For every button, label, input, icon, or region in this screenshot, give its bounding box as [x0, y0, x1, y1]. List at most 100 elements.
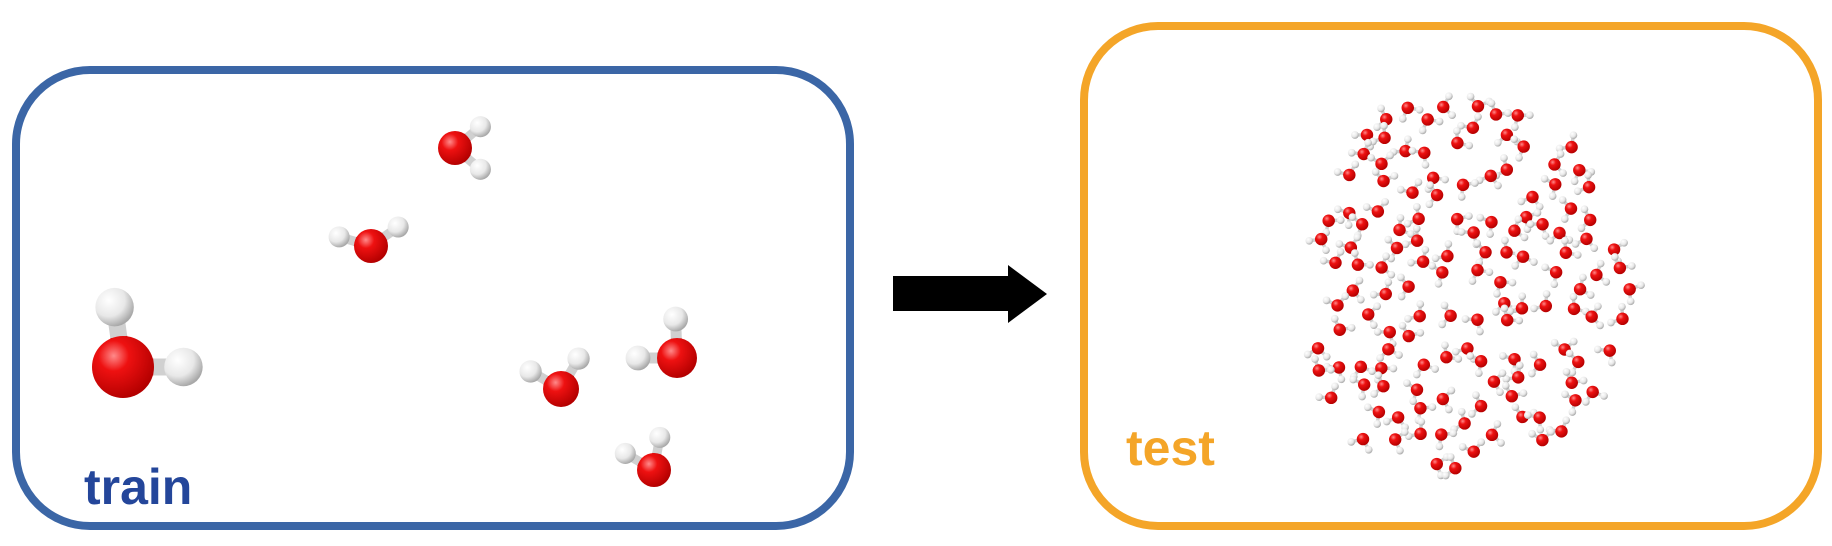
- train-molecules: [92, 116, 697, 487]
- water-molecule-icon: [1437, 92, 1456, 120]
- hydrogen-atom: [1438, 320, 1446, 329]
- water-molecule-icon: [1369, 278, 1393, 301]
- oxygen-atom: [1389, 433, 1402, 446]
- hydrogen-atom: [1511, 403, 1520, 412]
- water-molecule-icon: [1558, 196, 1578, 223]
- hydrogen-atom: [1620, 238, 1628, 247]
- water-molecule-icon: [1585, 302, 1604, 330]
- water-molecule-icon: [1493, 275, 1517, 298]
- hydrogen-atom: [1303, 350, 1312, 359]
- water-molecule-icon: [1404, 300, 1426, 323]
- hydrogen-atom: [1530, 258, 1538, 266]
- oxygen-atom: [1565, 140, 1578, 154]
- hydrogen-atom: [1493, 138, 1502, 147]
- arrow-shape: [893, 265, 1047, 323]
- water-molecule-icon: [1610, 253, 1636, 275]
- hydrogen-atom: [1322, 296, 1331, 305]
- water-molecule-icon: [614, 426, 671, 487]
- hydrogen-atom: [1466, 92, 1475, 101]
- hydrogen-atom: [1395, 351, 1403, 359]
- water-molecule-icon: [1389, 428, 1409, 455]
- oxygen-atom: [1346, 284, 1360, 297]
- oxygen-atom: [1440, 351, 1453, 364]
- hydrogen-atom: [1380, 121, 1388, 130]
- hydrogen-atom: [1431, 365, 1439, 373]
- hydrogen-atom: [1403, 379, 1411, 387]
- hydrogen-atom: [1504, 109, 1512, 117]
- water-molecule-icon: [1567, 292, 1590, 316]
- water-molecule-icon: [1438, 301, 1457, 329]
- water-molecule-icon: [1475, 169, 1502, 190]
- oxygen-atom: [1360, 128, 1374, 142]
- water-molecule-icon: [1384, 235, 1404, 263]
- water-molecule-icon: [1425, 181, 1444, 209]
- hydrogen-atom: [1518, 292, 1527, 301]
- hydrogen-atom: [1514, 215, 1523, 224]
- oxygen-atom: [1329, 256, 1342, 269]
- hydrogen-atom: [1426, 181, 1434, 189]
- water-molecule-icon: [1333, 160, 1360, 182]
- oxygen-atom: [1474, 355, 1488, 368]
- water-molecule-icon: [1370, 371, 1390, 398]
- oxygen-atom: [354, 229, 388, 263]
- water-molecule-icon: [1323, 361, 1346, 384]
- hydrogen-atom: [1377, 104, 1385, 113]
- hydrogen-atom: [1322, 246, 1330, 255]
- oxygen-atom: [1322, 214, 1335, 227]
- hydrogen-atom: [1434, 279, 1443, 288]
- oxygen-atom: [1508, 224, 1521, 237]
- hydrogen-atom: [1568, 368, 1577, 377]
- hydrogen-atom: [1550, 338, 1559, 347]
- oxygen-atom: [1437, 100, 1450, 114]
- hydrogen-atom: [1466, 352, 1475, 360]
- oxygen-atom: [1451, 136, 1464, 150]
- oxygen-atom: [1356, 432, 1370, 446]
- water-molecule-icon: [1450, 407, 1471, 434]
- hydrogen-atom: [1594, 302, 1602, 311]
- oxygen-atom: [1391, 411, 1405, 424]
- water-molecule-icon: [1458, 438, 1486, 458]
- oxygen-atom: [1580, 232, 1593, 246]
- hydrogen-atom: [1511, 123, 1519, 131]
- hydrogen-atom: [1344, 221, 1353, 229]
- water-molecule-icon: [1435, 428, 1458, 451]
- oxygen-atom: [1555, 425, 1568, 438]
- oxygen-atom: [1357, 147, 1370, 161]
- water-molecule-icon: [1303, 342, 1331, 361]
- water-molecule-icon: [1375, 252, 1396, 279]
- oxygen-atom: [1616, 312, 1629, 326]
- hydrogen-atom: [1501, 381, 1510, 390]
- water-molecule-icon: [1369, 121, 1391, 146]
- water-molecule-icon: [1330, 314, 1356, 336]
- water-molecule-icon: [1530, 290, 1553, 313]
- water-molecule-icon: [1501, 381, 1528, 403]
- oxygen-atom: [1362, 308, 1375, 321]
- water-molecule-icon: [1374, 361, 1398, 384]
- hydrogen-atom: [1457, 121, 1465, 130]
- water-molecule-icon: [1349, 360, 1376, 381]
- hydrogen-atom: [1416, 300, 1425, 308]
- hydrogen-atom: [1476, 327, 1484, 336]
- hydrogen-atom: [1369, 290, 1378, 299]
- water-molecule-icon: [1541, 263, 1563, 289]
- water-molecule-icon: [1499, 352, 1521, 376]
- hydrogen-atom: [1444, 240, 1453, 248]
- hydrogen-atom: [1565, 349, 1574, 358]
- hydrogen-atom: [1452, 127, 1461, 135]
- water-molecule-icon: [1562, 368, 1588, 389]
- oxygen-atom: [1399, 144, 1412, 158]
- oxygen-atom: [1505, 390, 1518, 403]
- hydrogen-atom: [1546, 236, 1555, 245]
- hydrogen-atom: [1330, 314, 1339, 323]
- hydrogen-atom: [1500, 304, 1509, 313]
- hydrogen-atom: [1407, 230, 1415, 238]
- hydrogen-atom: [1358, 392, 1366, 401]
- oxygen-atom: [1410, 234, 1424, 247]
- oxygen-atom: [1471, 313, 1484, 326]
- hydrogen-atom: [1590, 244, 1599, 252]
- hydrogen-atom: [1387, 270, 1396, 279]
- hydrogen-atom: [1425, 200, 1434, 209]
- water-molecule-icon: [1528, 350, 1547, 378]
- water-molecule-icon: [1581, 385, 1608, 406]
- hydrogen-atom: [1523, 411, 1532, 419]
